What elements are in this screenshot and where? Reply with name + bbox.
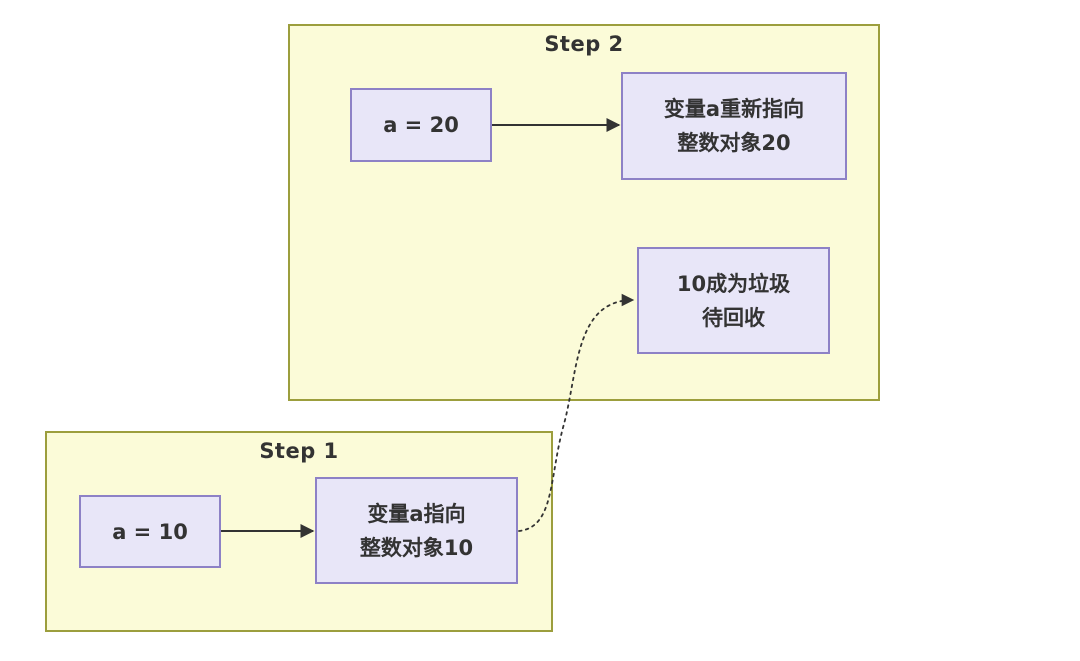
a20-target-line1: 变量a重新指向 [663, 97, 805, 121]
step2-title: Step 2 [544, 32, 624, 56]
a10-target-line2: 整数对象10 [359, 535, 474, 560]
a20-node: a = 20 [350, 88, 492, 162]
a10-node: a = 10 [79, 495, 221, 568]
garbage-line2: 待回收 [702, 305, 765, 330]
garbage-node: 10成为垃圾 待回收 [637, 247, 830, 354]
a20-target-line2: 整数对象20 [677, 131, 791, 155]
a10-node-label: a = 10 [112, 519, 188, 544]
a20-node-label: a = 20 [383, 113, 459, 137]
garbage-line1: 10成为垃圾 [676, 271, 791, 296]
a20-target-node: 变量a重新指向 整数对象20 [621, 72, 847, 180]
step1-title: Step 1 [259, 439, 339, 463]
a10-target-node: 变量a指向 整数对象10 [315, 477, 518, 584]
a10-target-line1: 变量a指向 [367, 501, 466, 526]
